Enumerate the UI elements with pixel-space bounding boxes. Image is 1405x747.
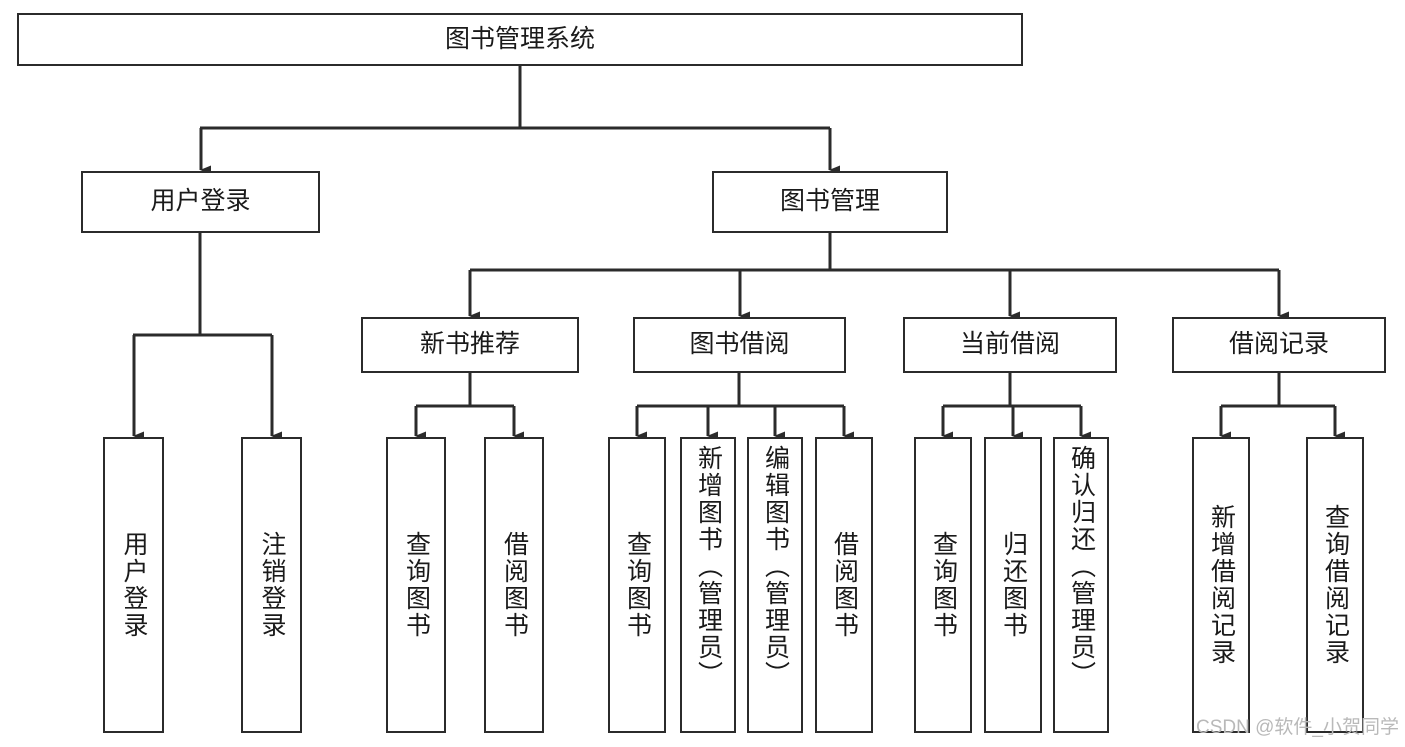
node-leaf-borrow-book-2[interactable]: 借阅图书 (815, 437, 873, 733)
node-label: 新书推荐 (419, 330, 520, 359)
node-borrow-record[interactable]: 借阅记录 (1172, 317, 1386, 373)
node-label: 新增图书（管理员） (694, 445, 723, 688)
node-leaf-add-book[interactable]: 新增图书（管理员） (680, 437, 736, 733)
node-label: 归还图书 (999, 531, 1028, 639)
node-leaf-return-book[interactable]: 归还图书 (984, 437, 1042, 733)
node-label: 用户登录 (120, 531, 148, 639)
node-new-book-recommend[interactable]: 新书推荐 (361, 317, 579, 373)
node-leaf-query-book-1[interactable]: 查询图书 (386, 437, 446, 733)
connector-layer (132, 66, 1345, 441)
node-label: 查询图书 (402, 531, 431, 639)
node-leaf-user-login[interactable]: 用户登录 (103, 437, 164, 733)
node-leaf-query-record[interactable]: 查询借阅记录 (1306, 437, 1364, 733)
node-label: 当前借阅 (959, 330, 1060, 359)
node-label: 图书管理系统 (444, 24, 595, 53)
node-label: 确认归还（管理员） (1067, 445, 1096, 688)
node-label: 借阅图书 (830, 531, 859, 639)
node-leaf-add-record[interactable]: 新增借阅记录 (1192, 437, 1250, 733)
node-book-borrow[interactable]: 图书借阅 (633, 317, 846, 373)
node-label: 新增借阅记录 (1207, 504, 1236, 666)
node-label: 借阅图书 (500, 531, 529, 639)
node-label: 编辑图书（管理员） (761, 445, 790, 688)
csdn-watermark: CSDN @软件_小贺同学 (1196, 717, 1399, 738)
node-label: 查询借阅记录 (1321, 504, 1350, 666)
node-leaf-edit-book[interactable]: 编辑图书（管理员） (747, 437, 803, 733)
node-current-borrow[interactable]: 当前借阅 (903, 317, 1117, 373)
node-label: 注销登录 (258, 531, 286, 639)
node-label: 查询图书 (929, 531, 958, 639)
node-label: 图书管理 (779, 187, 880, 216)
node-leaf-query-book-2[interactable]: 查询图书 (608, 437, 666, 733)
node-leaf-borrow-book-1[interactable]: 借阅图书 (484, 437, 544, 733)
node-label: 借阅记录 (1228, 330, 1329, 359)
node-leaf-logout[interactable]: 注销登录 (241, 437, 302, 733)
node-label: 用户登录 (150, 187, 251, 216)
node-label: 查询图书 (623, 531, 652, 639)
node-root[interactable]: 图书管理系统 (17, 13, 1023, 66)
node-book-manage[interactable]: 图书管理 (712, 171, 948, 233)
node-label: 图书借阅 (689, 330, 790, 359)
node-user-login[interactable]: 用户登录 (81, 171, 320, 233)
node-leaf-confirm-return[interactable]: 确认归还（管理员） (1053, 437, 1109, 733)
node-leaf-query-book-3[interactable]: 查询图书 (914, 437, 972, 733)
